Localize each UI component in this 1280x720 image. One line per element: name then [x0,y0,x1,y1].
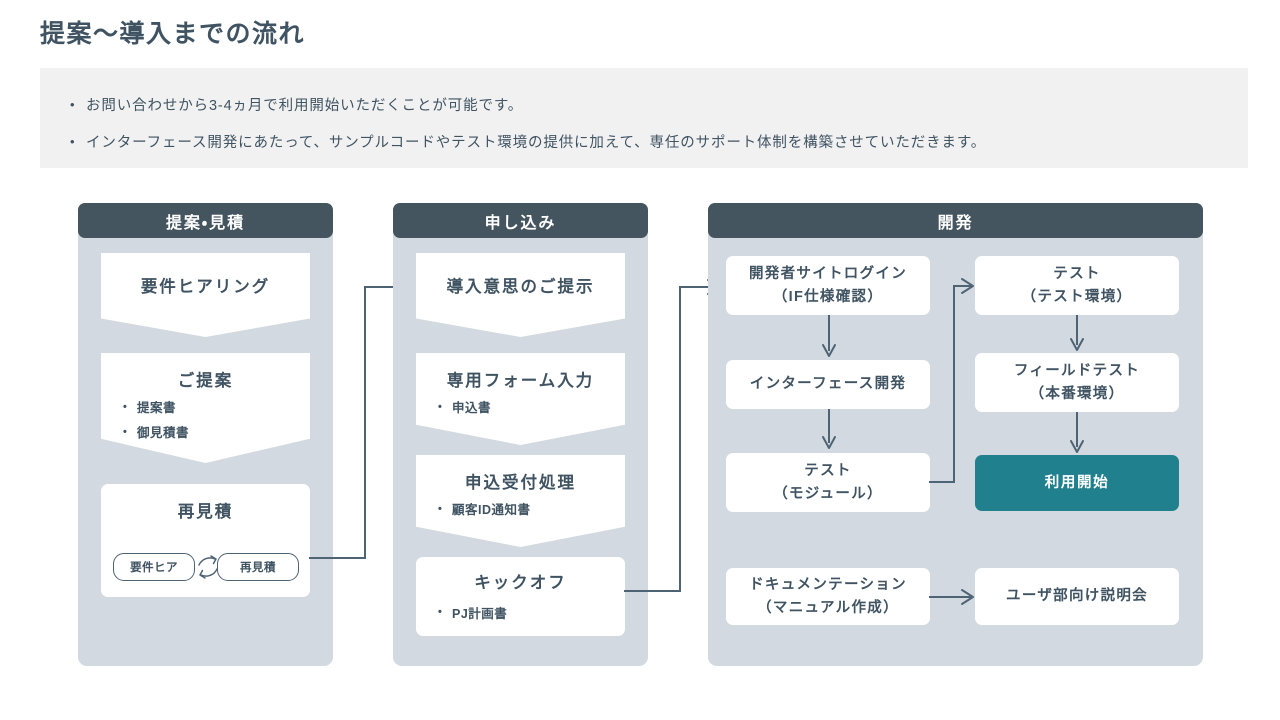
card-line: （マニュアル作成） [757,599,899,616]
card-title: ご提案 [177,372,234,390]
loop-cycle-arrows-icon [198,555,218,579]
card-test-environment[interactable]: テスト （テスト環境） [975,256,1179,315]
card-sub-item: • 御見積書 [123,422,189,441]
card-line: フィールドテスト [1013,363,1141,380]
loop-pill-label: 要件ヒア [130,562,178,574]
re-estimate-loop: 要件ヒア 再見積 [113,549,299,585]
column-header-application: 申し込み [393,203,648,238]
card-intent-presentation[interactable]: 導入意思のご提示 [416,253,625,337]
card-proposal[interactable]: ご提案 • 提案書 • 御見積書 [101,353,310,463]
card-line: ドキュメンテーション [749,577,907,594]
connector-field-test-to-service-start [1070,412,1084,453]
card-line: テスト [1053,266,1101,283]
card-line: （テスト環境） [1021,288,1133,305]
card-dedicated-form-entry[interactable]: 専用フォーム入力 • 申込書 [416,353,625,445]
card-line: テスト [804,463,852,480]
bullet-icon: • [438,400,443,413]
connector-interface-to-test-module [822,409,836,449]
card-line: 利用開始 [1044,474,1110,491]
card-title: 要件ヒアリング [140,278,271,296]
card-line: ユーザ部向け説明会 [1006,588,1148,605]
bullet-icon: • [438,502,443,515]
card-field-test[interactable]: フィールドテスト （本番環境） [975,353,1179,412]
card-sub-list: • PJ計画書 [438,597,507,622]
loop-pill-re-estimate[interactable]: 再見積 [217,553,299,581]
card-requirements-hearing[interactable]: 要件ヒアリング [101,253,310,337]
card-line: （本番環境） [1029,385,1125,402]
card-sub-label: 顧客ID通知書 [452,503,531,517]
column-header-label: 開発 [937,214,974,232]
card-title: 導入意思のご提示 [446,278,595,296]
note-text: お問い合わせから3-4ヵ月で利用開始いただくことが可能です。 [86,98,524,114]
connector-login-to-interface [822,315,836,357]
connector-documentation-to-briefing [929,589,974,605]
card-service-start[interactable]: 利用開始 [975,455,1179,511]
card-title: 申込受付処理 [465,474,576,492]
bullet-icon: • [70,97,76,112]
card-sub-list: • 提案書 • 御見積書 [123,391,189,441]
card-sub-label: PJ計画書 [452,606,508,621]
connector-test-env-to-field-test [1070,315,1084,351]
notes-banner: • お問い合わせから3-4ヵ月で利用開始いただくことが可能です。 • インターフ… [40,68,1248,168]
card-test-module[interactable]: テスト （モジュール） [726,453,930,512]
card-sub-item: • 提案書 [123,397,189,416]
card-sub-label: 申込書 [452,401,492,415]
card-user-briefing[interactable]: ユーザ部向け説明会 [975,568,1179,625]
card-sub-label: 御見積書 [137,426,190,440]
note-item: • お問い合わせから3-4ヵ月で利用開始いただくことが可能です。 [70,94,523,115]
column-header-label: 申し込み [484,214,557,232]
card-interface-development[interactable]: インターフェース開発 [726,360,930,409]
bullet-icon: • [123,425,128,438]
card-sub-item: • PJ計画書 [438,603,507,622]
note-item: • インターフェース開発にあたって、サンプルコードやテスト環境の提供に加えて、専… [70,131,986,152]
card-line: 開発者サイトログイン [748,266,908,283]
card-title: キックオフ [474,574,567,592]
card-kickoff[interactable]: キックオフ • PJ計画書 [416,557,625,636]
bullet-icon: • [438,606,443,619]
column-header-development: 開発 [708,203,1203,238]
loop-pill-requirements[interactable]: 要件ヒア [113,553,195,581]
card-developer-site-login[interactable]: 開発者サイトログイン （IF仕様確認） [726,256,930,315]
bullet-icon: • [70,134,76,149]
card-line: （IF仕様確認） [772,288,884,305]
card-title: 専用フォーム入力 [446,372,595,390]
connector-test-module-to-test-env [929,278,974,483]
card-sub-item: • 顧客ID通知書 [438,499,531,518]
card-line: インターフェース開発 [749,376,907,393]
card-title: 再見積 [177,503,234,521]
card-line: （モジュール） [773,485,883,502]
card-sub-list: • 顧客ID通知書 [438,493,531,518]
card-application-processing[interactable]: 申込受付処理 • 顧客ID通知書 [416,455,625,547]
page-title: 提案〜導入までの流れ [40,20,306,48]
card-sub-list: • 申込書 [438,391,491,416]
bullet-icon: • [123,400,128,413]
note-text: インターフェース開発にあたって、サンプルコードやテスト環境の提供に加えて、専任の… [86,135,987,151]
card-documentation[interactable]: ドキュメンテーション （マニュアル作成） [726,568,930,625]
loop-pill-label: 再見積 [240,562,276,574]
column-header-proposal: 提案・見積 [78,203,333,238]
card-sub-item: • 申込書 [438,397,491,416]
card-sub-label: 提案書 [137,401,177,415]
column-header-label: 提案・見積 [165,214,246,232]
